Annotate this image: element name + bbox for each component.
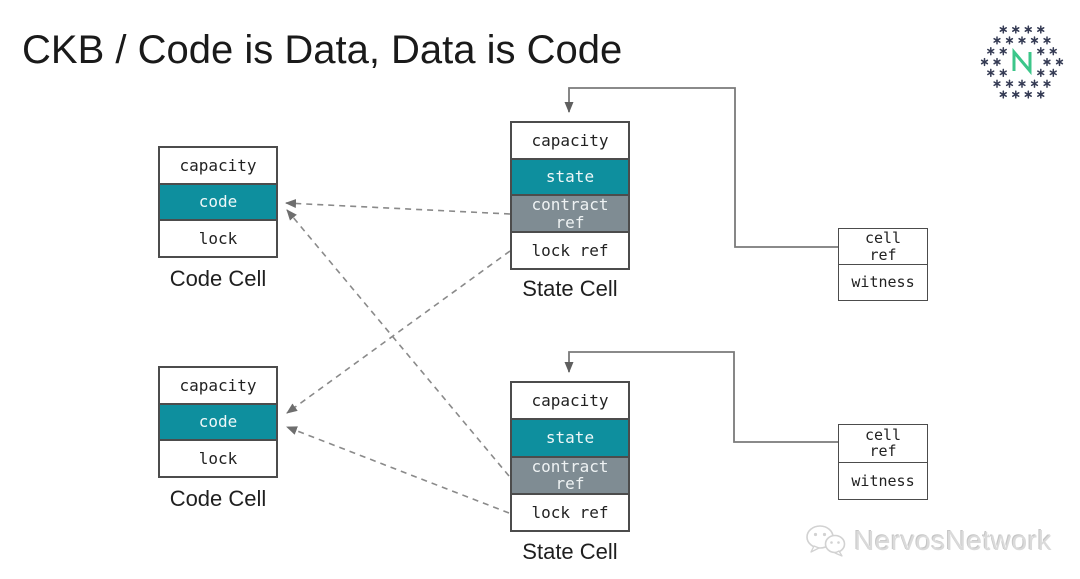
state-cell-bottom-contract-ref: contract ref: [512, 455, 628, 493]
ref-box-top-witness: witness: [839, 264, 927, 300]
dashed-arrow-contractref-top-to-code-top: [285, 198, 511, 215]
code-cell-top-label: Code Cell: [169, 266, 267, 291]
state-cell-top-label: State Cell: [522, 276, 618, 301]
state-cell-top-lock-ref: lock ref: [512, 231, 628, 268]
state-cell-bottom-state: state: [512, 418, 628, 456]
dashed-arrow-contractref-bottom-to-code-top: [286, 209, 510, 477]
code-cell-top-capacity: capacity: [179, 155, 257, 175]
state-cell-bottom-label: State Cell: [522, 539, 618, 564]
state-cell-top-state: state: [512, 157, 628, 195]
code-cell-top-lock: lock: [160, 219, 276, 256]
nervos-logo-icon: [974, 14, 1070, 110]
slide-title: CKB / Code is Data, Data is Code: [22, 28, 623, 72]
state-cell-top-capacity: capacity: [531, 130, 609, 150]
ref-box-top: cell ref witness: [838, 228, 928, 301]
code-cell-bottom: capacity code lock: [158, 366, 278, 478]
code-cell-bottom-label: Code Cell: [169, 486, 267, 511]
state-cell-top-contract-ref: contract ref: [512, 194, 628, 232]
watermark-text: NervosNetwork: [854, 525, 1052, 556]
code-cell-top: capacity code lock: [158, 146, 278, 258]
ref-box-bottom-cell-ref: cell ref: [864, 425, 902, 461]
code-cell-top-code: code: [160, 182, 276, 220]
ref-box-top-cell-ref: cell ref: [864, 229, 902, 264]
dashed-arrow-lockref-bottom-to-code-bottom: [286, 426, 510, 514]
dashed-arrow-lockref-top-to-code-bottom: [286, 250, 511, 414]
state-cell-bottom-lock-ref: lock ref: [512, 492, 628, 530]
ref-box-bottom: cell ref witness: [838, 424, 928, 500]
state-cell-bottom-capacity: capacity: [531, 390, 609, 410]
wechat-bubbles-icon: [806, 525, 846, 557]
code-cell-bottom-capacity: capacity: [179, 375, 257, 395]
watermark: NervosNetwork: [804, 523, 1052, 559]
state-cell-top: capacity state contract ref lock ref: [510, 121, 630, 270]
code-cell-bottom-lock: lock: [160, 439, 276, 476]
ref-box-bottom-witness: witness: [839, 461, 927, 500]
code-cell-bottom-code: code: [160, 402, 276, 440]
state-cell-bottom: capacity state contract ref lock ref: [510, 381, 630, 532]
